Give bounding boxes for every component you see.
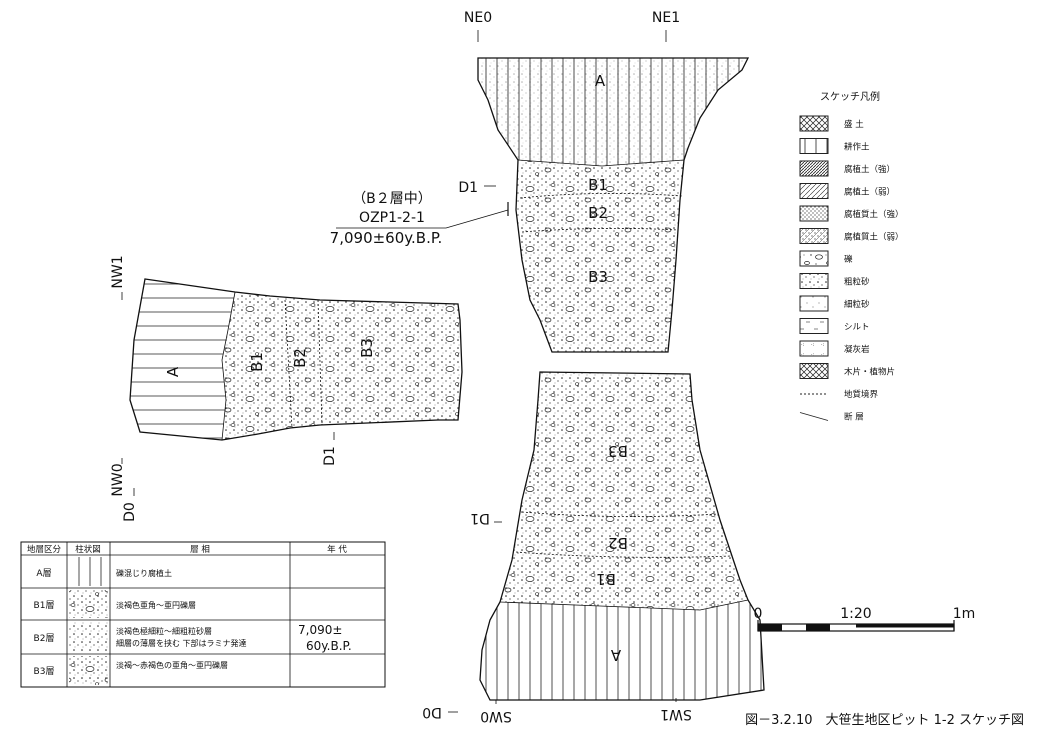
legend-label: 地質境界 — [844, 389, 879, 400]
point-ne0: NE0 — [464, 10, 492, 26]
legend-swatch-dense-dots — [799, 205, 829, 222]
point-nw1: NW1 — [110, 255, 126, 288]
legend-swatch-tuff — [799, 340, 829, 357]
legend-swatch-dense-diagonal — [799, 160, 829, 177]
legend-title: スケッチ凡例 — [820, 90, 880, 103]
layer-labels: A B1 B2 B3 A B1 B2 B3 B3 B2 B1 A — [164, 72, 628, 664]
row-b2-unit: B2層 — [34, 633, 55, 644]
legend-swatch-dots-diag — [799, 228, 829, 244]
row-b1-facies: 淡褐色亜角～亜円礫層 — [116, 600, 196, 610]
row-b2-age2: 60y.B.P. — [306, 639, 352, 653]
scale-bar: 0 1:20 1m — [754, 606, 976, 632]
label-b3-west: B3 — [358, 338, 376, 358]
label-b3-north: B3 — [588, 268, 608, 286]
legend-label: 腐植質土（強） — [844, 209, 904, 220]
label-a-west: A — [164, 366, 182, 377]
legend-swatch-crosshatch — [799, 115, 829, 132]
column-b1 — [69, 590, 108, 618]
legend-swatch-vertical — [799, 138, 829, 154]
row-b2-age: 7,090± — [298, 623, 342, 637]
legend-swatch-fault — [799, 412, 829, 421]
legend-label: 腐植質土（弱） — [844, 232, 904, 243]
sample-layer: （B２層中） — [352, 191, 432, 207]
label-b1-north: B1 — [588, 176, 608, 194]
strat-table: 地層区分 柱状図 層 相 年 代 A層 礫混じり腐植土 B1層 淡褐色亜角～亜円… — [20, 541, 386, 688]
legend-label: 木片・植物片 — [844, 367, 895, 378]
legend-label: 粗粒砂 — [844, 277, 870, 288]
row-a-unit: A層 — [36, 568, 51, 579]
column-b3 — [69, 656, 108, 685]
section-north — [477, 57, 750, 353]
legend-label: 礫 — [844, 254, 853, 265]
column-b2 — [69, 622, 108, 652]
point-sw1: SW1 — [660, 706, 692, 722]
label-b2-south: B2 — [608, 534, 628, 552]
scale-mid: 1:20 — [840, 606, 871, 622]
th-column: 柱状図 — [75, 544, 101, 555]
section-west — [129, 278, 463, 441]
label-a-north: A — [595, 72, 606, 90]
label-b3-south: B3 — [608, 442, 628, 460]
legend-label: 腐植土（弱） — [844, 187, 895, 198]
row-b2-facies2: 細層の薄層を挟む 下部はラミナ発達 — [116, 638, 247, 648]
label-a-south: A — [610, 646, 621, 664]
label-b2-west: B2 — [291, 348, 309, 368]
legend-label: 細粒砂 — [844, 299, 870, 310]
point-sw0: SW0 — [480, 708, 512, 724]
column-a — [69, 557, 108, 586]
legend-swatch-wood — [799, 363, 829, 379]
point-nw0: NW0 — [110, 463, 126, 496]
legend-swatch-fine-sand — [799, 295, 829, 312]
legend-label: シルト — [844, 323, 870, 333]
th-unit: 地層区分 — [27, 544, 62, 555]
row-a-facies: 礫混じり腐植土 — [116, 568, 172, 578]
legend-label: 断 層 — [844, 412, 864, 423]
point-d0-south: D0 — [422, 704, 442, 720]
reference-points: NE0 NE1 NW1 NW0 D0 D1 D1 D1 D0 SW0 SW1 — [110, 10, 692, 724]
legend-label: 盛 土 — [844, 119, 864, 130]
point-d0-west: D0 — [122, 502, 138, 522]
point-d1-south: D1 — [470, 510, 490, 526]
sample-annotation: （B２層中） OZP1-2-1 7,090±60y.B.P. — [330, 191, 509, 247]
section-south — [479, 371, 765, 701]
figure-caption: 図－3.2.10 大笹生地区ピット 1-2 スケッチ図 — [745, 712, 1024, 728]
label-b1-south: B1 — [596, 570, 616, 588]
row-b1-unit: B1層 — [34, 600, 55, 611]
legend-swatch-silt — [799, 318, 829, 334]
point-ne1: NE1 — [652, 10, 680, 26]
label-b1-west: B1 — [248, 352, 266, 372]
point-d1-north: D1 — [458, 180, 478, 196]
th-age: 年 代 — [327, 544, 347, 555]
sample-id: OZP1-2-1 — [359, 210, 425, 226]
legend-swatch-gravel — [799, 250, 829, 267]
row-b2-facies: 淡褐色極細粒～細粗粒砂層 — [116, 626, 212, 636]
legend-swatch-diagonal — [799, 183, 829, 199]
th-facies: 層 相 — [190, 544, 210, 555]
scale-end: 1m — [953, 606, 976, 622]
row-b3-facies: 淡褐～赤褐色の亜角～亜円礫層 — [116, 660, 228, 670]
legend-label: 耕作土 — [844, 142, 870, 153]
legend-label: 凝灰岩 — [844, 344, 870, 355]
sample-date: 7,090±60y.B.P. — [330, 229, 443, 247]
row-b3-unit: B3層 — [34, 666, 55, 677]
legend-swatch-coarse-sand — [799, 273, 829, 289]
legend-label: 腐植土（強） — [844, 164, 895, 175]
scale-start: 0 — [754, 606, 763, 622]
point-d1-west: D1 — [322, 446, 338, 466]
label-b2-north: B2 — [588, 204, 608, 222]
